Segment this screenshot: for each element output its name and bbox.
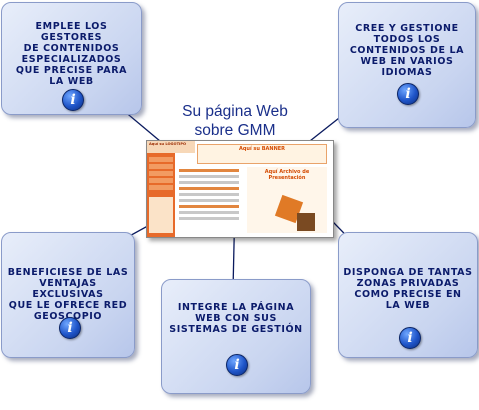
- info-icon[interactable]: i: [62, 89, 84, 111]
- mockup-menu: [149, 157, 173, 192]
- mockup-ad-panel: [149, 197, 173, 233]
- info-icon[interactable]: i: [399, 327, 421, 349]
- headline-line2: sobre GMM: [194, 122, 276, 139]
- website-mockup: Aquí su LOGOTIPO Aquí su BANNER Aquí Arc…: [146, 140, 334, 238]
- info-icon[interactable]: i: [59, 317, 81, 339]
- mockup-banner: Aquí su BANNER: [197, 144, 327, 164]
- info-icon[interactable]: i: [226, 354, 248, 376]
- headline: Su página Web sobre GMM: [170, 102, 300, 140]
- info-icon[interactable]: i: [397, 83, 419, 105]
- mockup-news-column: [179, 169, 239, 223]
- mockup-brown-square: [297, 213, 315, 231]
- mockup-logo: Aquí su LOGOTIPO: [147, 141, 195, 153]
- mockup-presentation-label: Aquí Archivo de Presentación: [264, 169, 310, 181]
- headline-line1: Su página Web: [182, 103, 288, 120]
